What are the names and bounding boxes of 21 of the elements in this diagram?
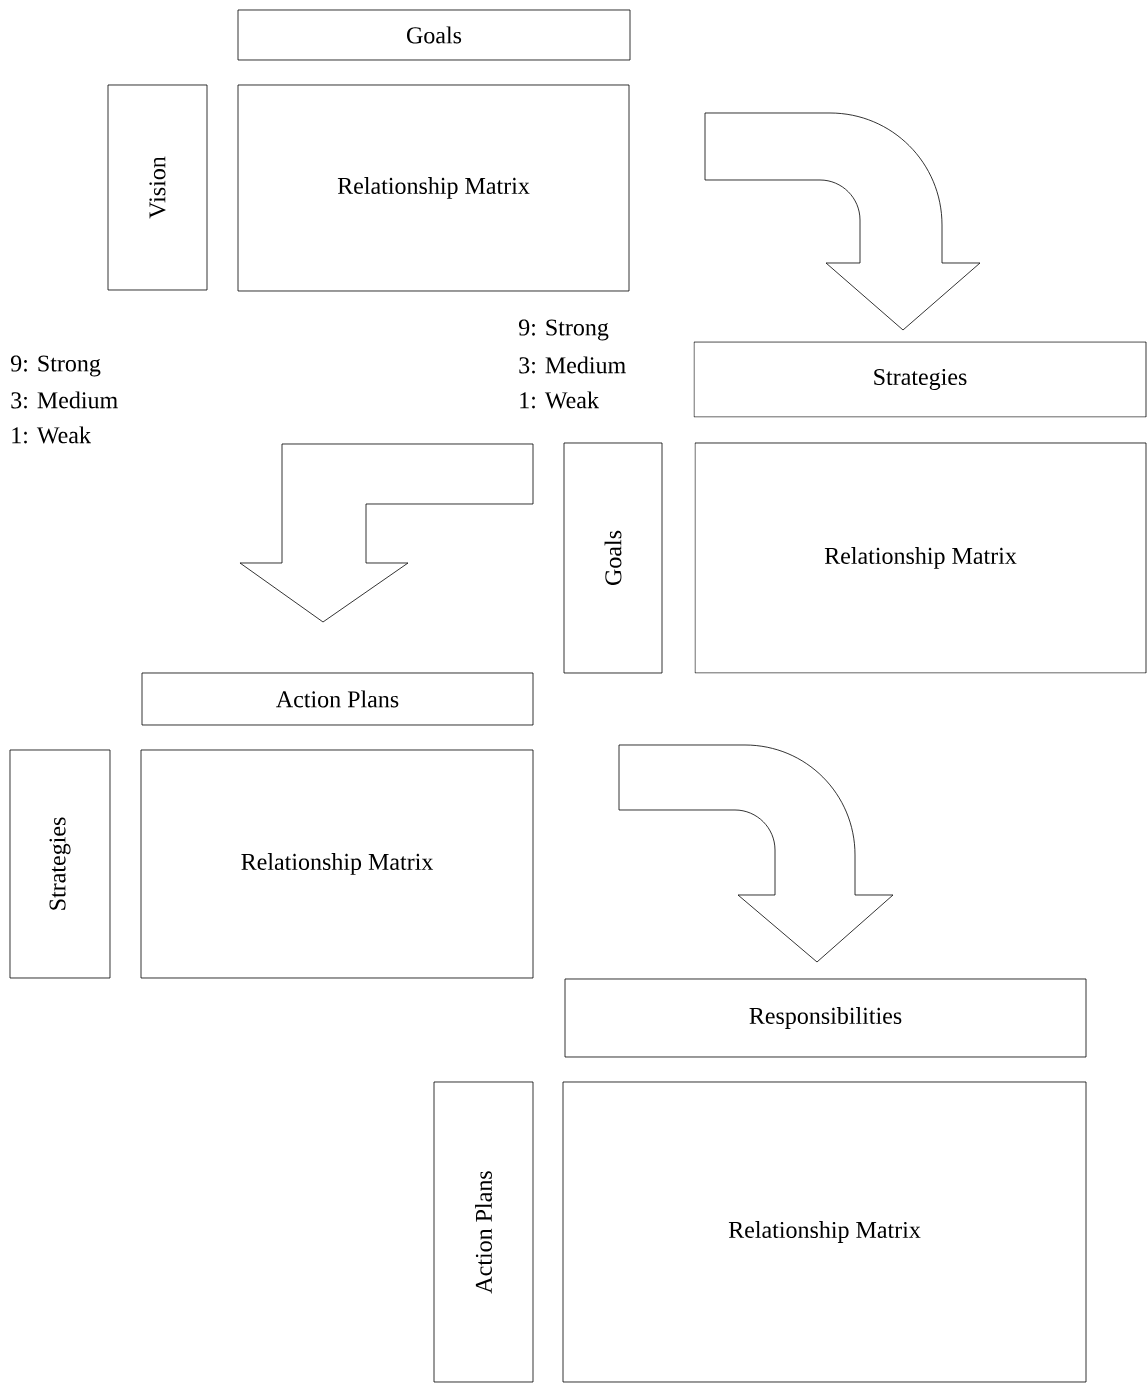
row-header-box: Strategies	[9, 749, 111, 979]
row-header-box: Goals	[563, 442, 663, 674]
row-header-box: Vision	[107, 84, 208, 291]
scale-note: 3: Medium	[519, 356, 626, 374]
block-arrow	[704, 112, 981, 331]
scale-note: 1: Weak	[520, 391, 599, 409]
matrix-box: Relationship Matrix	[694, 442, 1147, 674]
column-header-box: Action Plans	[141, 672, 534, 726]
column-header-box: Strategies	[693, 341, 1147, 418]
row-header-box: Action Plans	[433, 1081, 534, 1383]
block-arrow	[618, 744, 894, 963]
scale-note: 1: Weak	[12, 426, 91, 444]
matrix-box: Relationship Matrix	[140, 749, 534, 979]
block-arrow	[239, 443, 534, 623]
scale-note: 9: Strong	[10, 355, 101, 377]
scale-note: 9: Strong	[518, 319, 609, 341]
scale-note: 3: Medium	[11, 391, 118, 409]
matrix-box: Relationship Matrix	[562, 1081, 1087, 1383]
column-header-box: Goals	[237, 9, 631, 61]
column-header-box: Responsibilities	[564, 978, 1087, 1058]
matrix-box: Relationship Matrix	[237, 84, 630, 292]
